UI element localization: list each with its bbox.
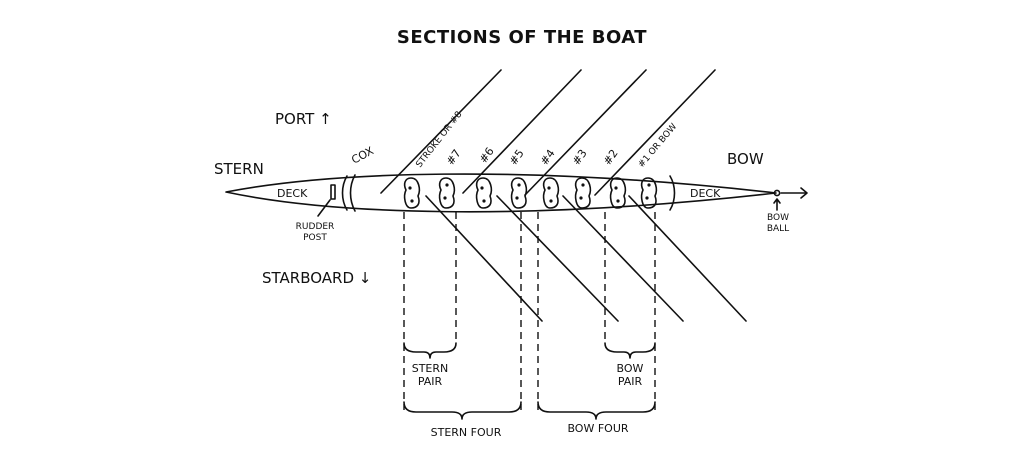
seat-label-2: #2 bbox=[601, 147, 621, 168]
stern-deck-label: DECK bbox=[277, 187, 308, 200]
stern-pair-brace bbox=[403, 342, 457, 359]
bow-ball-pointer-icon bbox=[773, 198, 781, 211]
oar-3 bbox=[562, 195, 684, 322]
seat-5 bbox=[510, 177, 528, 209]
seat-bow bbox=[640, 177, 658, 209]
rudder-post-label-line1: RUDDER bbox=[296, 222, 335, 232]
oar-bow bbox=[628, 195, 747, 322]
bow-pair-label-line1: BOW bbox=[617, 362, 644, 375]
starboard-label: STARBOARD ↓ bbox=[262, 269, 371, 287]
oar-5 bbox=[496, 195, 619, 322]
stern-label: STERN bbox=[214, 160, 264, 178]
seat-2 bbox=[609, 177, 627, 209]
bow-pair-label-line2: PAIR bbox=[618, 375, 643, 388]
seat-label-7: #7 bbox=[444, 147, 464, 168]
bow-arrow-icon bbox=[780, 187, 808, 199]
rudder-post-icon bbox=[330, 184, 336, 200]
oar-stroke bbox=[380, 69, 502, 194]
stern-four-label: STERN FOUR bbox=[431, 426, 502, 439]
bow-ball-icon bbox=[773, 189, 781, 197]
stern-pair-label-line1: STERN bbox=[412, 362, 449, 375]
boat-hull bbox=[225, 173, 777, 213]
seat-label-3: #3 bbox=[570, 147, 590, 168]
seat-7 bbox=[438, 177, 456, 209]
stern-bulkhead-outer bbox=[341, 175, 348, 211]
bow-bulkhead bbox=[669, 175, 676, 211]
seat-6 bbox=[475, 177, 493, 209]
bow-ball-label-line1: BOW bbox=[767, 213, 789, 223]
rudder-post-label-line2: POST bbox=[303, 233, 327, 243]
oar-4 bbox=[524, 69, 647, 196]
rudder-post-pointer bbox=[317, 199, 331, 217]
bow-ball-label-line2: BALL bbox=[767, 224, 789, 234]
seat-4 bbox=[542, 177, 560, 209]
stern-bulkhead-inner bbox=[349, 174, 356, 212]
seat-label-6: #6 bbox=[477, 145, 497, 166]
bow-pair-brace bbox=[604, 342, 656, 359]
seat-3 bbox=[574, 177, 592, 209]
bow-four-brace bbox=[537, 401, 656, 420]
oar-2 bbox=[594, 69, 716, 196]
stern-four-brace bbox=[403, 401, 522, 420]
oar-6 bbox=[462, 69, 582, 194]
stern-pair-label-line2: PAIR bbox=[418, 375, 443, 388]
bow-label: BOW bbox=[727, 150, 764, 168]
seat-stroke bbox=[403, 177, 421, 209]
port-label: PORT ↑ bbox=[275, 110, 332, 128]
bow-deck-label: DECK bbox=[690, 187, 721, 200]
seat-label-5: #5 bbox=[507, 147, 527, 168]
cox-label: COX bbox=[349, 144, 376, 167]
bow-four-label: BOW FOUR bbox=[567, 422, 628, 435]
diagram-title: SECTIONS OF THE BOAT bbox=[397, 27, 647, 48]
oar-7 bbox=[425, 195, 543, 322]
